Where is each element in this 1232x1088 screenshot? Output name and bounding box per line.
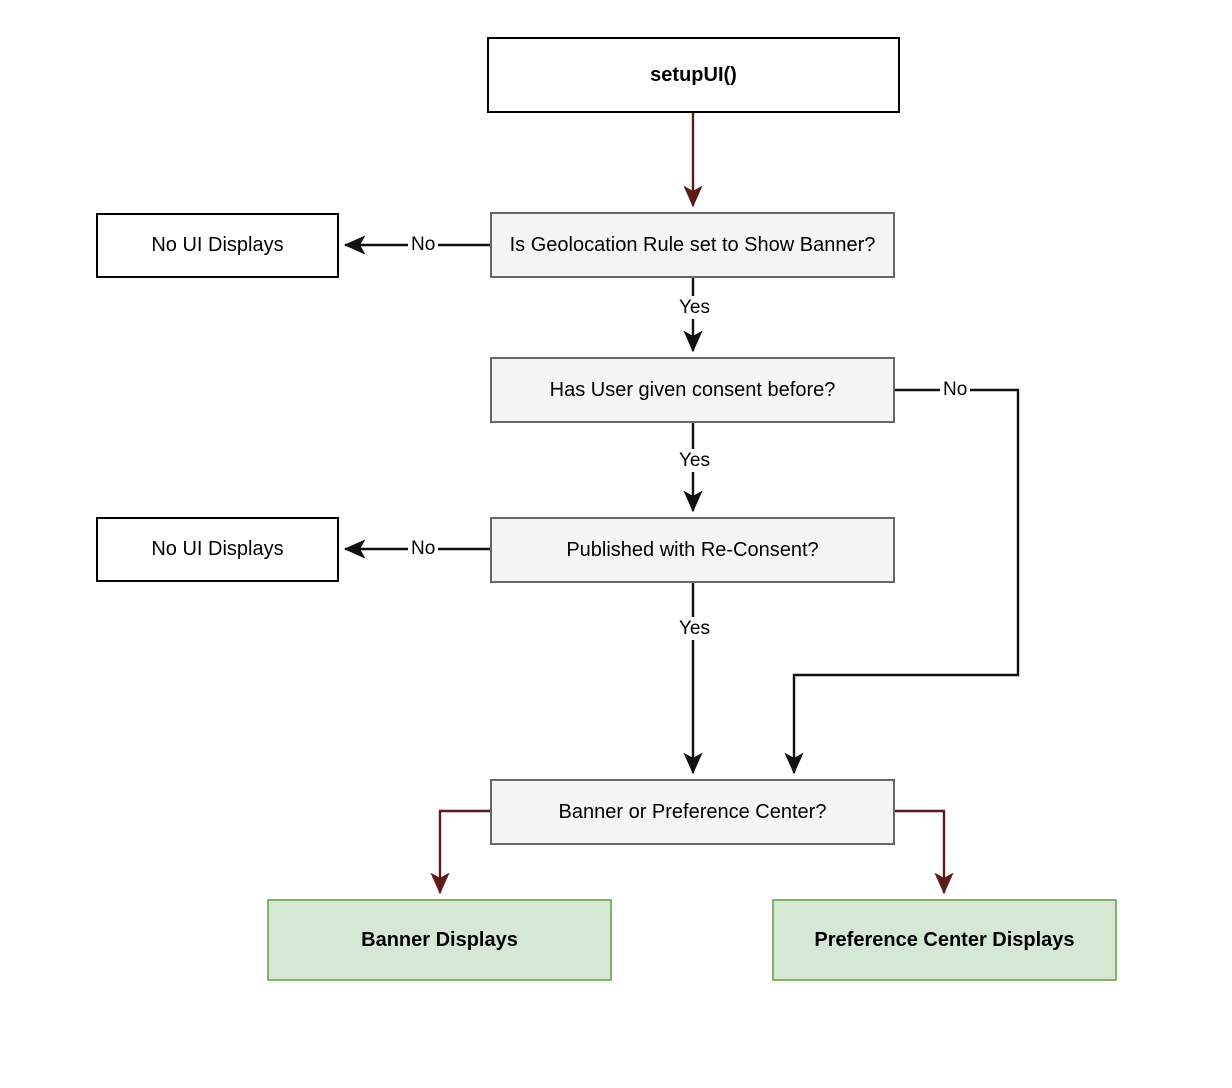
node-setup-ui[interactable]: setupUI() [487, 37, 900, 113]
node-published-reconsent[interactable]: Published with Re-Consent? [490, 517, 895, 583]
node-geolocation-rule-label: Is Geolocation Rule set to Show Banner? [509, 233, 876, 256]
node-banner-displays-label: Banner Displays [361, 928, 518, 951]
edge-label-geolocation-yes: Yes [676, 296, 713, 319]
edge-label-reconsent-yes: Yes [676, 617, 713, 640]
node-has-user-consent-label: Has User given consent before? [549, 378, 836, 401]
node-banner-or-preference[interactable]: Banner or Preference Center? [490, 779, 895, 845]
node-has-user-consent[interactable]: Has User given consent before? [490, 357, 895, 423]
edge-label-consent-yes: Yes [676, 449, 713, 472]
node-banner-displays[interactable]: Banner Displays [267, 899, 612, 981]
edge-label-geolocation-no: No [408, 233, 439, 256]
edge-to-preference-center-displays [895, 809, 954, 895]
edge-label-consent-no: No [940, 378, 971, 401]
node-preference-center-displays[interactable]: Preference Center Displays [772, 899, 1117, 981]
node-geolocation-rule[interactable]: Is Geolocation Rule set to Show Banner? [490, 212, 895, 278]
node-no-ui-displays-1-label: No UI Displays [151, 234, 284, 256]
edge-label-reconsent-no: No [408, 537, 439, 560]
node-published-reconsent-label: Published with Re-Consent? [566, 538, 819, 561]
node-banner-or-preference-label: Banner or Preference Center? [558, 800, 827, 823]
node-no-ui-displays-2[interactable]: No UI Displays [96, 517, 339, 582]
node-preference-center-displays-label: Preference Center Displays [814, 928, 1075, 951]
edge-to-banner-displays [430, 809, 490, 895]
node-no-ui-displays-1[interactable]: No UI Displays [96, 213, 339, 278]
node-setup-ui-label: setupUI() [650, 63, 737, 86]
node-no-ui-displays-2-label: No UI Displays [151, 538, 284, 560]
